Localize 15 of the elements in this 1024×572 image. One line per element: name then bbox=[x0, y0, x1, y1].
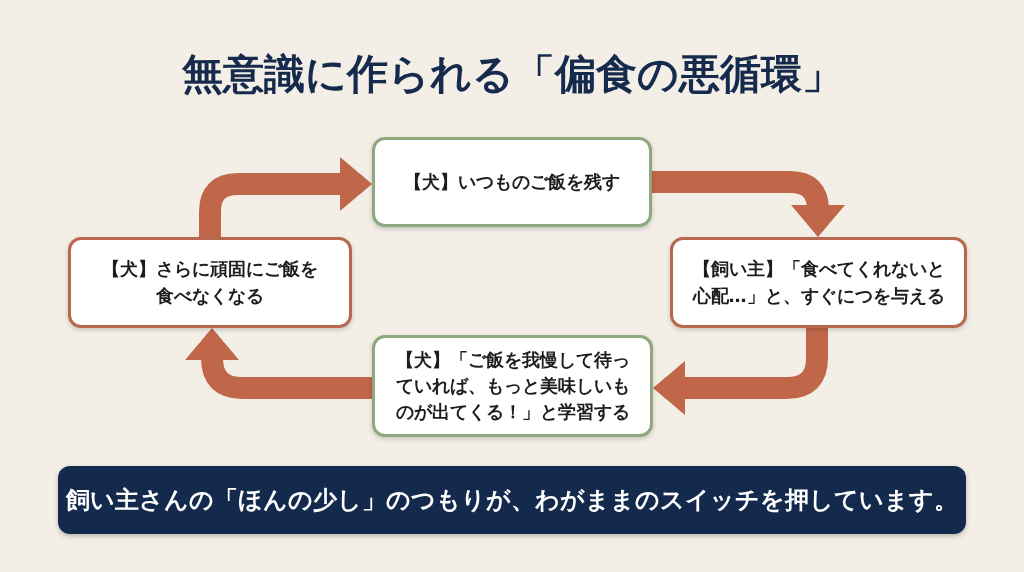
process-box bbox=[670, 237, 967, 328]
step-text: 【犬】「ご飯を我慢して待っていれば、もっと美味しいものが出てくる！」と学習する bbox=[394, 347, 631, 425]
process-box bbox=[372, 137, 652, 227]
message-banner bbox=[58, 466, 966, 534]
title: 無意識に作られる「偏食の悪循環」 bbox=[181, 50, 843, 100]
step-text: 【飼い主】「食べてくれないと心配…」と、すぐにつを与える bbox=[691, 257, 946, 308]
curved-arrow bbox=[653, 328, 828, 415]
process-box bbox=[68, 237, 352, 328]
curved-arrow bbox=[185, 328, 372, 399]
banner-text: 飼い主さんの「ほんの少し」のつもりが、わがままのスイッチを押しています。 bbox=[66, 484, 958, 516]
step-text: 【犬】いつものご飯を残す bbox=[404, 169, 620, 194]
process-box bbox=[372, 335, 653, 437]
curved-arrow bbox=[199, 157, 372, 237]
step-text: 【犬】さらに頑固にご飯を食べなくなる bbox=[101, 257, 319, 308]
curved-arrow bbox=[652, 171, 845, 237]
